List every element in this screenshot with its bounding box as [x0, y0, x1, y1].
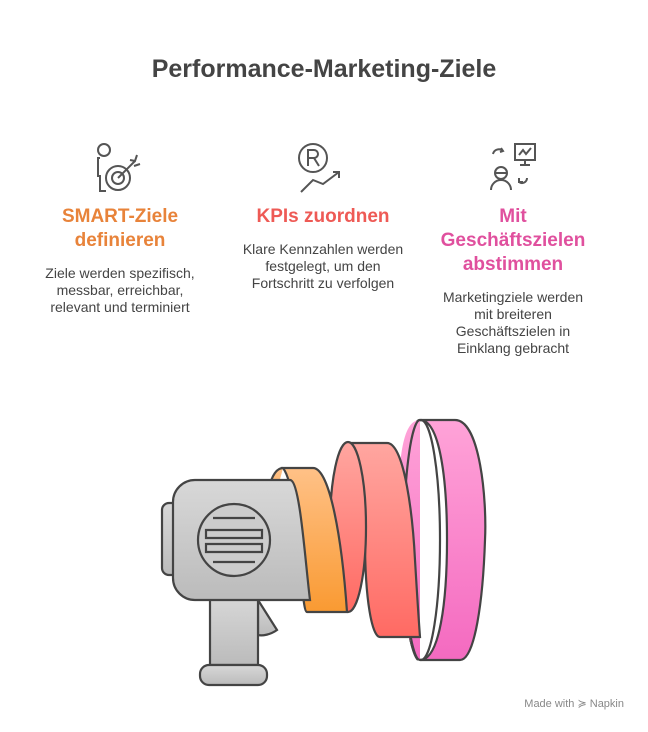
person-target-icon: [45, 140, 195, 195]
goal-smart: SMART-Ziele definieren Ziele werden spez…: [45, 140, 195, 316]
goal-description: Klare Kennzahlen werden festgelegt, um d…: [242, 241, 404, 291]
goal-heading: SMART-Ziele definieren: [61, 206, 179, 251]
goal-kpis: KPIs zuordnen Klare Kennzahlen werden fe…: [238, 140, 408, 292]
megaphone-body: [160, 478, 312, 687]
goal-description: Ziele werden spezifisch, messbar, erreic…: [45, 265, 195, 315]
speaker-grill-icon: [196, 502, 272, 578]
goal-heading: Mit Geschäftszielen abstimmen: [440, 206, 586, 275]
page-title: Performance-Marketing-Ziele: [151, 55, 497, 83]
registered-trend-icon: [238, 140, 408, 195]
person-presentation-icon: [438, 140, 588, 195]
goal-heading: KPIs zuordnen: [256, 206, 390, 227]
made-with-napkin[interactable]: Made with ≽ Napkin: [524, 698, 624, 710]
goal-description: Marketingziele werden mit breiteren Gesc…: [442, 289, 584, 356]
goal-align: Mit Geschäftszielen abstimmen Marketingz…: [438, 140, 588, 357]
